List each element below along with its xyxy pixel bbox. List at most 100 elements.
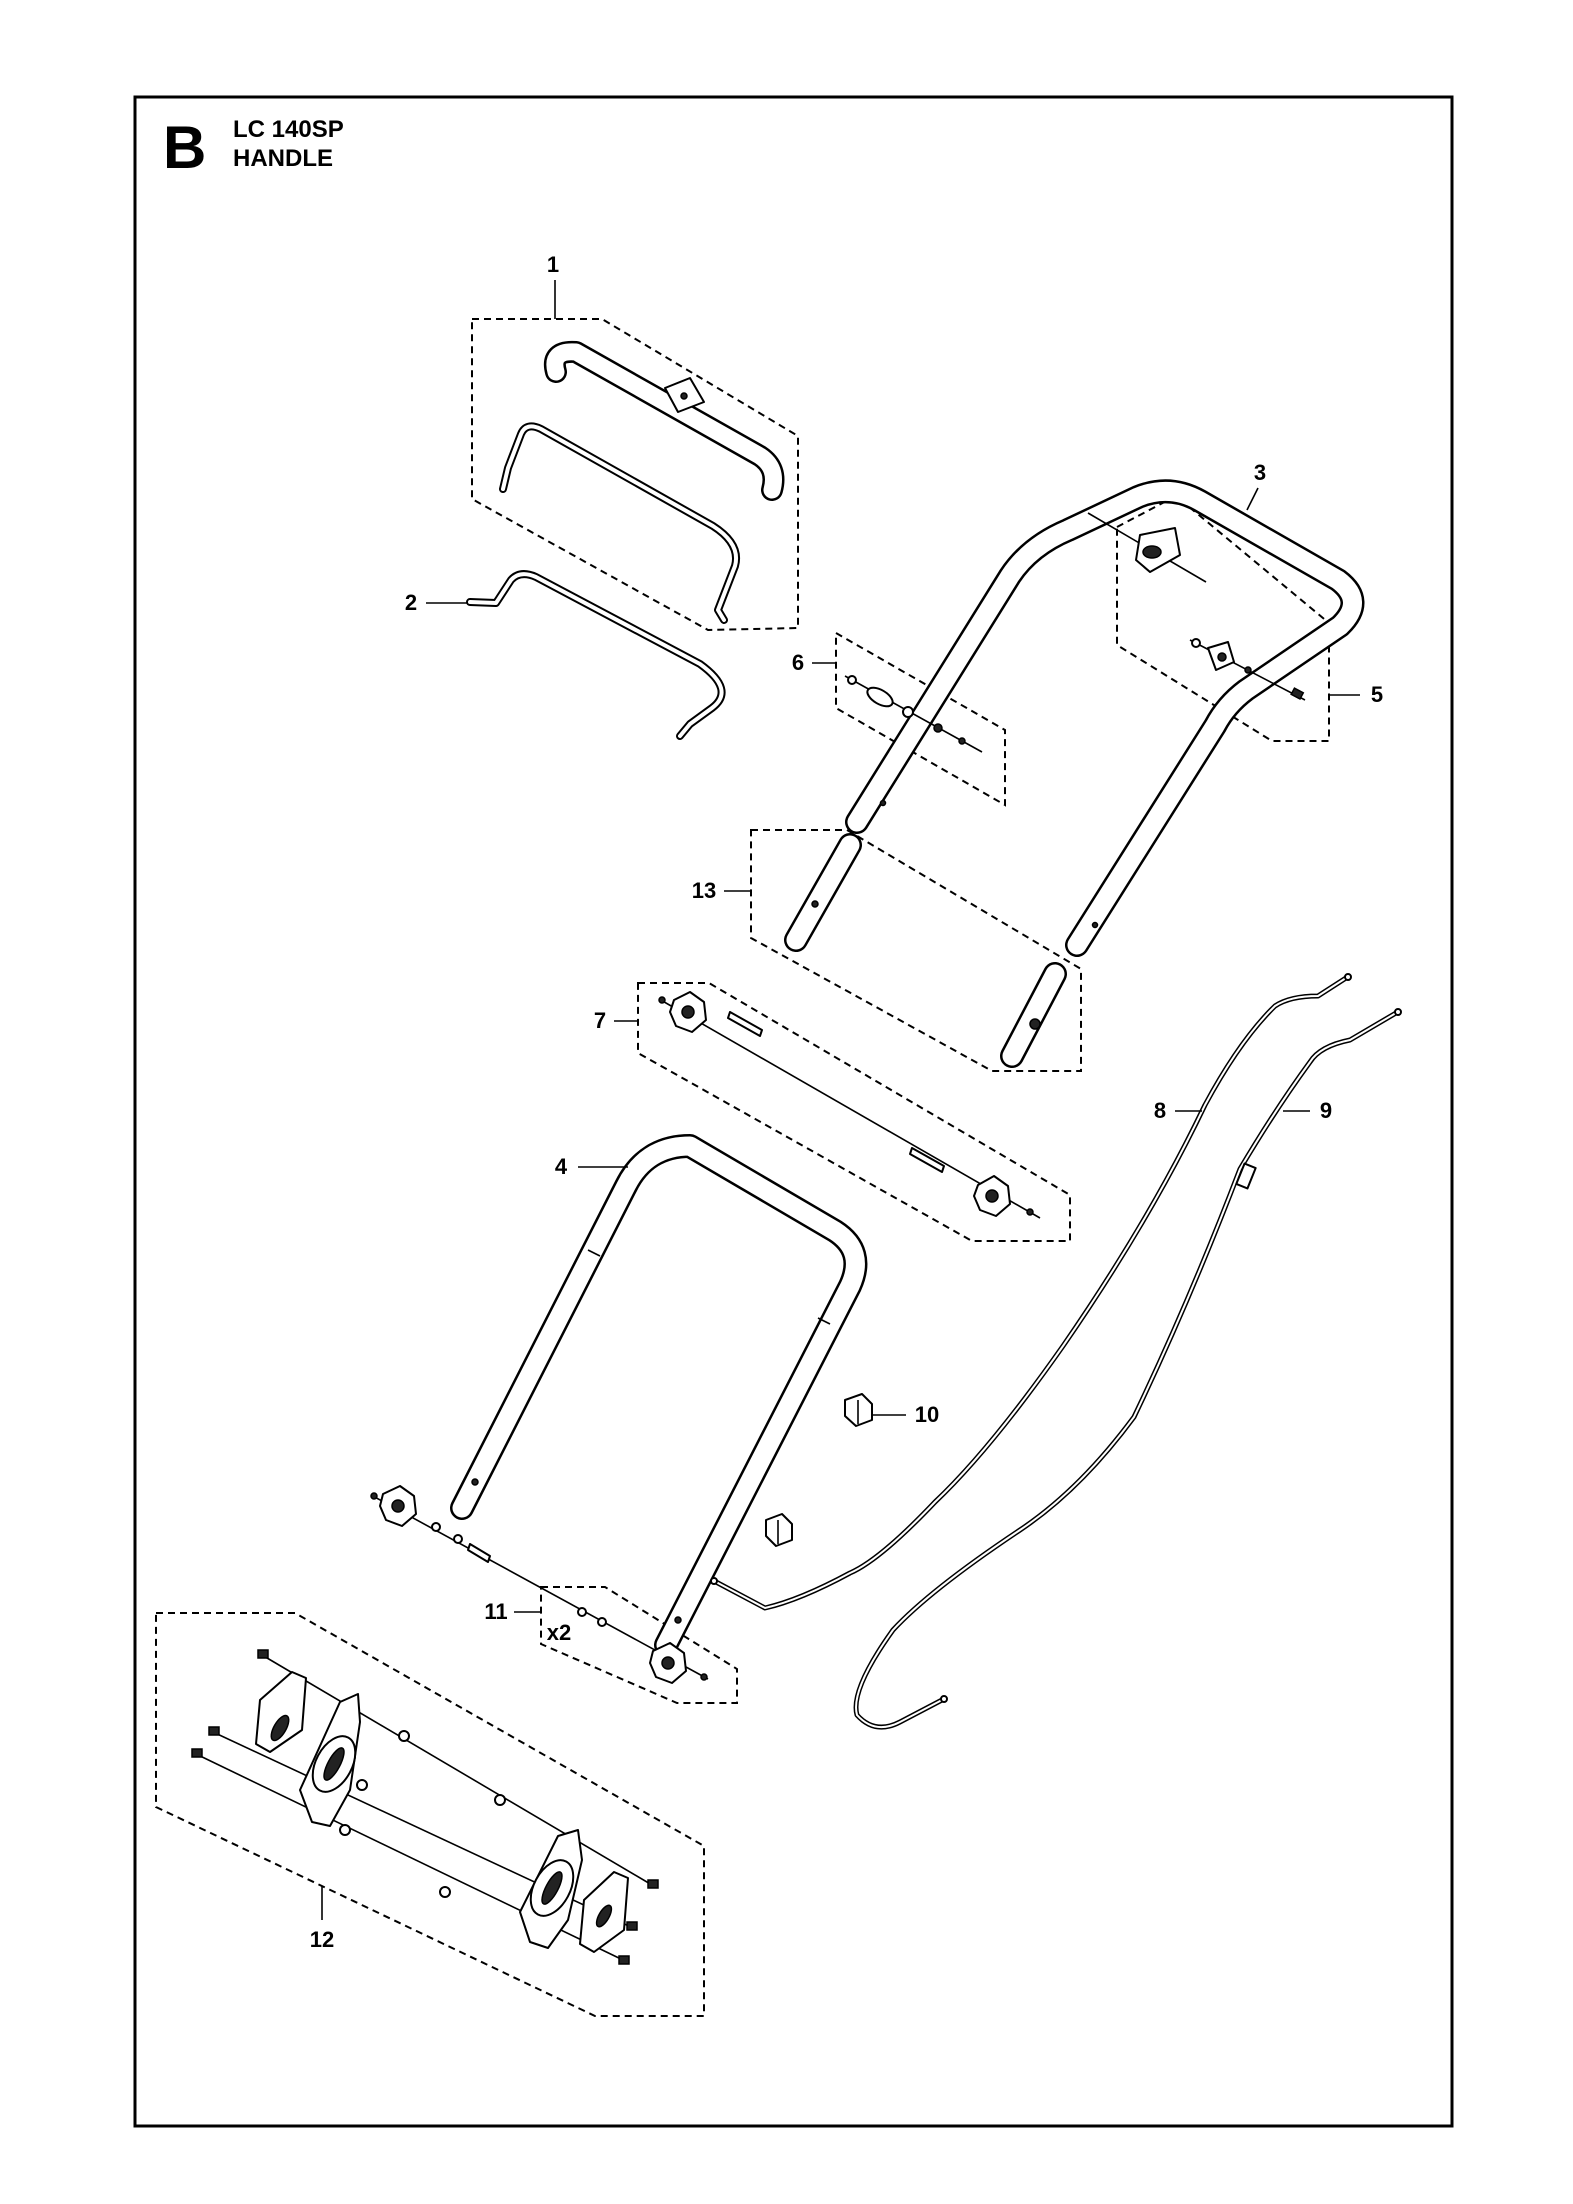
- knob-washer-4: [597, 1617, 607, 1627]
- cable-9-sleeve: [1235, 1162, 1257, 1190]
- part-12-height-brackets: [191, 1649, 659, 1965]
- bracket-main-left-slot: [323, 1747, 345, 1781]
- part-9-cable: [853, 1008, 1402, 1730]
- bracket-screw-2: [626, 1921, 638, 1931]
- cable-guide-lower: [765, 1513, 793, 1547]
- cable-9-end-top: [1394, 1008, 1402, 1016]
- bail-2-fill: [468, 572, 724, 738]
- bracket-bolt-axis-1: [261, 1654, 653, 1886]
- part-10-cable-guides: [765, 1393, 873, 1547]
- part-4-lower-handle: [450, 1134, 868, 1657]
- lower-handle-hole-right: [674, 1616, 682, 1624]
- clamp-lower-center: [1217, 652, 1227, 662]
- part-7-pivot-knobs: [658, 991, 1041, 1219]
- knob-right-center: [661, 1656, 675, 1670]
- cable-8-end-bottom: [710, 1577, 718, 1585]
- callout-8: 8: [1154, 1098, 1166, 1123]
- bracket-inner-plate-left: [255, 1671, 307, 1753]
- part-6-cable-fitting: [844, 675, 983, 753]
- section-letter: B: [163, 114, 206, 181]
- callout-9: 9: [1320, 1098, 1332, 1123]
- lower-handle-clip-left: [587, 1249, 601, 1257]
- insert-right-hole: [1029, 1018, 1041, 1030]
- pivot-pin-right: [909, 1147, 945, 1173]
- callout-2: 2: [405, 590, 417, 615]
- pivot-pin-left: [727, 1011, 763, 1037]
- knob-washer-1: [431, 1522, 441, 1532]
- fitting-washer: [902, 706, 914, 718]
- lower-handle-fill: [452, 1136, 865, 1655]
- part-3-upper-handle: [845, 479, 1365, 957]
- bracket-screw-3: [618, 1955, 630, 1965]
- knob-washer-2: [453, 1534, 463, 1544]
- part-13-tube-inserts: [784, 833, 1067, 1068]
- callout-1: 1: [547, 252, 559, 277]
- pivot-axis: [658, 998, 1041, 1219]
- pivot-end-washer: [658, 996, 666, 1004]
- grip-bar-fill: [546, 343, 782, 499]
- callout-5: 5: [1371, 682, 1383, 707]
- cable-8-outline: [713, 975, 1349, 1611]
- bracket-nut-2: [356, 1779, 368, 1791]
- bracket-bolt-3: [191, 1748, 203, 1758]
- callout-11-quantity: x2: [547, 1620, 571, 1645]
- bail-1-outline: [499, 422, 740, 624]
- callout-7: 7: [594, 1008, 606, 1033]
- bracket-main-right-slot: [541, 1871, 563, 1905]
- fitting-end: [847, 675, 857, 685]
- insert-right-fill: [1002, 964, 1065, 1066]
- callout-6: 6: [792, 650, 804, 675]
- cable-8-fill: [715, 977, 1347, 1609]
- bracket-nut-3: [494, 1794, 506, 1806]
- grip-bar-outline: [544, 340, 785, 501]
- knob-axis: [370, 1494, 709, 1680]
- insert-left-hole: [811, 900, 819, 908]
- part-5-cable-clamps: [1087, 512, 1306, 701]
- group-box-6: [835, 631, 1006, 807]
- part-11-handle-knobs: [370, 1485, 709, 1684]
- upper-handle-hole-left: [879, 799, 887, 807]
- leader-3: [1246, 487, 1259, 511]
- model-name: LC 140SP: [233, 116, 344, 143]
- bracket-bolt-2: [208, 1726, 220, 1736]
- pivot-end-nut: [1026, 1208, 1034, 1216]
- upper-handle-hole-right: [1091, 921, 1099, 929]
- pivot-knob-left-center: [681, 1005, 695, 1019]
- bracket-bolt-1: [257, 1649, 269, 1659]
- callout-12: 12: [310, 1927, 334, 1952]
- clamp-upper-center: [1142, 545, 1162, 559]
- fitting-screw: [958, 737, 966, 745]
- clamp-lower-screw: [1290, 687, 1305, 701]
- knob-end-washer: [370, 1492, 378, 1500]
- knob-washer-3: [577, 1607, 587, 1617]
- callout-13: 13: [692, 878, 716, 903]
- part-1-grip-assembly: [499, 340, 785, 624]
- group-box-1: [471, 318, 799, 632]
- grip-clip-hole: [680, 392, 688, 400]
- insert-left-fill: [786, 835, 860, 950]
- bracket-nut-5: [439, 1886, 451, 1898]
- fitting-nut: [933, 723, 943, 733]
- bracket-inner-plate-right-slot: [595, 1904, 613, 1928]
- knob-bolt-left: [467, 1543, 491, 1563]
- group-box-12: [155, 1612, 705, 2017]
- callout-4: 4: [555, 1154, 568, 1179]
- cable-8-end-top: [1344, 973, 1352, 981]
- lower-handle-clip-right: [817, 1317, 831, 1325]
- part-8-cable: [710, 973, 1352, 1611]
- clamp-lower-washer: [1191, 638, 1201, 648]
- bracket-nut-1: [398, 1730, 410, 1742]
- bracket-inner-plate-left-slot: [270, 1714, 290, 1742]
- fitting-body: [866, 686, 894, 708]
- knob-end-nut: [700, 1673, 708, 1681]
- cable-9-fill: [855, 1012, 1397, 1729]
- lower-handle-hole-left: [471, 1478, 479, 1486]
- callout-10: 10: [915, 1402, 939, 1427]
- knob-left-center: [391, 1499, 405, 1513]
- group-box-13: [750, 829, 1082, 1072]
- upper-handle-fill: [847, 481, 1362, 955]
- clamp-lower-nut: [1244, 666, 1252, 674]
- part-2-bail: [466, 570, 726, 740]
